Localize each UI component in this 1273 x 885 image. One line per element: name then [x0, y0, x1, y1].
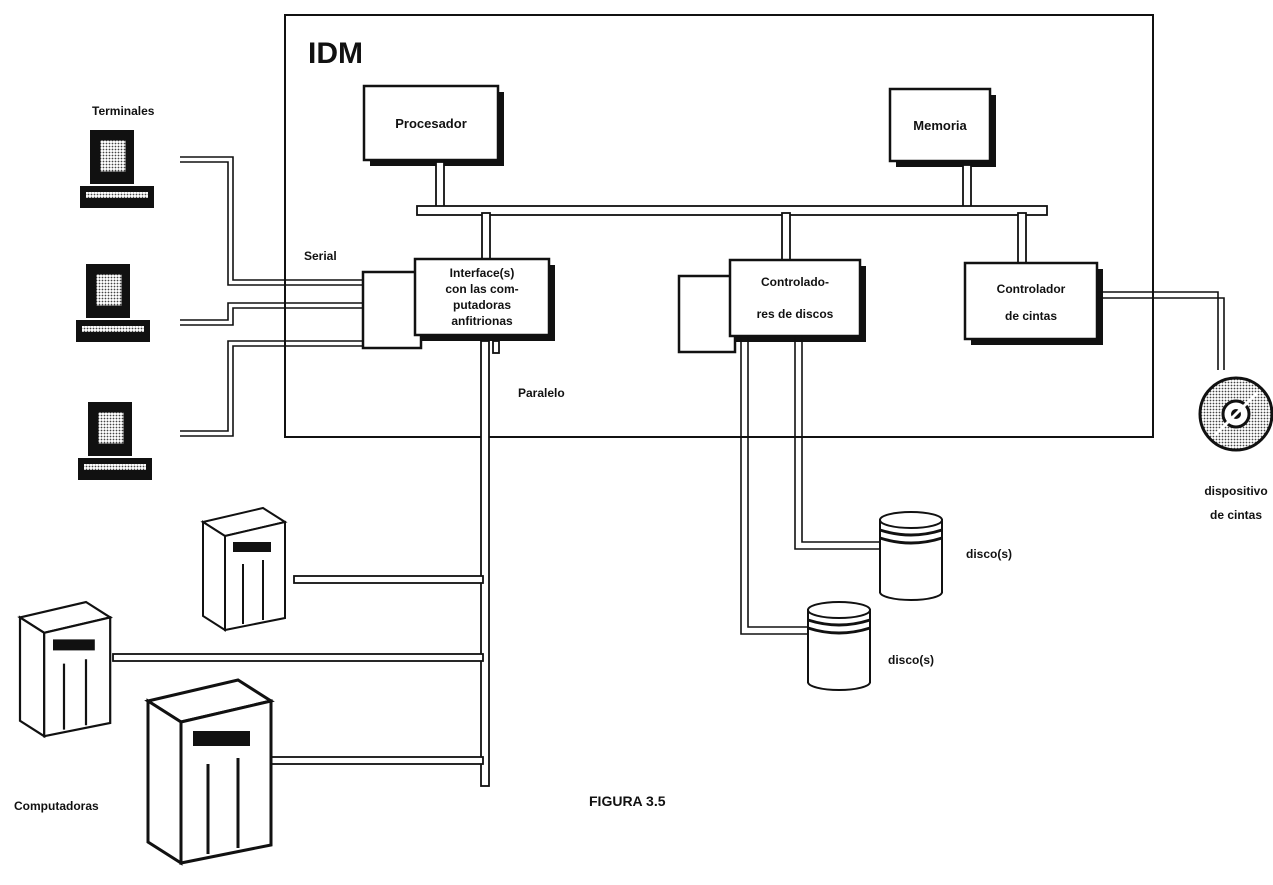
terminal-icon — [76, 264, 150, 342]
terminal-icon — [78, 402, 152, 480]
tape-controller-label-line2: de cintas — [1005, 309, 1057, 323]
tape-controller-label-line1: Controlador — [997, 282, 1066, 296]
disk-controller-label-line2: res de discos — [757, 307, 834, 321]
disk-1-label: disco(s) — [966, 547, 1012, 561]
tape-device-label-line1: dispositivo — [1204, 484, 1267, 498]
disk-controller-label-line1: Controlado- — [761, 275, 829, 289]
parallel-label: Paralelo — [518, 386, 565, 400]
processor-box: Procesador — [364, 86, 504, 166]
terminal-icon — [80, 130, 154, 208]
tape-controller-box: Controlador de cintas — [965, 263, 1103, 345]
computers-label: Computadoras — [14, 799, 99, 813]
terminals-label: Terminales — [92, 104, 155, 118]
system-bus — [417, 206, 1047, 215]
serial-label: Serial — [304, 249, 337, 263]
tape-reel-icon — [1200, 378, 1272, 450]
disk-controller-back-card — [679, 276, 735, 352]
interface-box: Interface(s) con las com- putadoras anfi… — [415, 259, 555, 341]
disk-2-icon — [808, 602, 870, 690]
disk-controller-box: Controlado- res de discos — [730, 260, 866, 342]
tape-device-label-line2: de cintas — [1210, 508, 1262, 522]
computer-icon — [203, 508, 285, 630]
disk-1-icon — [880, 512, 942, 600]
interface-label-line3: putadoras — [453, 298, 511, 312]
figure-caption: FIGURA 3.5 — [589, 793, 666, 809]
memory-label: Memoria — [913, 118, 967, 133]
interface-label-line2: con las com- — [445, 282, 518, 296]
interface-back-card — [363, 272, 421, 348]
memory-box: Memoria — [890, 89, 996, 167]
parallel-bus — [481, 341, 489, 786]
computer-icon — [20, 602, 110, 736]
interface-label-line1: Interface(s) — [450, 266, 515, 280]
interface-label-line4: anfitrionas — [451, 314, 513, 328]
disk-2-label: disco(s) — [888, 653, 934, 667]
idm-title: IDM — [308, 37, 363, 70]
processor-label: Procesador — [395, 116, 467, 131]
serial-wires — [180, 157, 363, 436]
computer-icon — [148, 680, 271, 863]
disk-cables — [741, 336, 880, 634]
